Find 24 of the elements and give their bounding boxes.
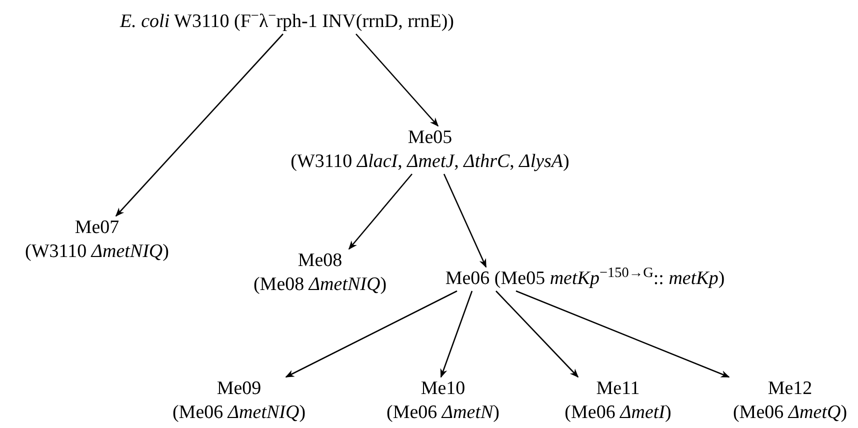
- genotype-text: (Me08 ΔmetNIQ): [253, 273, 387, 297]
- genotype-text: (W3110 ΔlacI, ΔmetJ, ΔthrC, ΔlysA): [290, 150, 570, 174]
- strain-name: Me11: [596, 377, 640, 401]
- strain-name: Me06 (Me05 metKp$^{−150→G}$:: metKp): [445, 267, 725, 291]
- arrow: [348, 174, 412, 250]
- arrow: [496, 290, 579, 378]
- strain-name: Me10: [420, 377, 466, 401]
- arrow: [115, 34, 284, 217]
- strain-name: Me07: [74, 216, 120, 240]
- strain-name: Me09: [216, 377, 262, 401]
- genotype-text: (Me06 ΔmetNIQ): [172, 401, 306, 425]
- genotype-text: (Me06 ΔmetN): [386, 401, 500, 425]
- genotype-text: (Me06 ΔmetQ): [732, 401, 848, 425]
- genotype-text: (Me06 ΔmetI): [564, 401, 672, 425]
- arrow: [356, 34, 439, 127]
- genotype-text: (W3110 ΔmetNIQ): [25, 240, 169, 264]
- arrow: [440, 290, 473, 378]
- strain-name: E. coli W3110 (F$^{−}$λ$^{−}$rph-1 INV(rrnD, rrnE)): [120, 10, 454, 34]
- strain-name: Me05: [408, 126, 452, 150]
- strain-name: Me12: [768, 377, 812, 401]
- arrow: [516, 290, 730, 378]
- arrow: [285, 290, 458, 378]
- arrow: [443, 174, 487, 268]
- strain-name: Me08: [298, 249, 342, 273]
